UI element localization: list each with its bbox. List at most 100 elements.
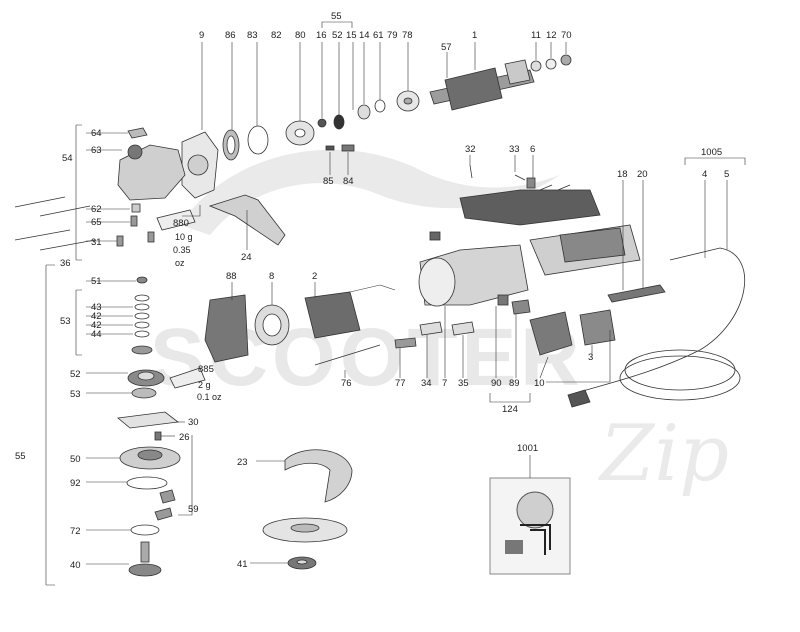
- part-18-20-switch-lever: [607, 284, 666, 303]
- callout-84: 84: [343, 176, 354, 187]
- callout-79: 79: [387, 30, 398, 41]
- callout-20: 20: [637, 169, 648, 180]
- callout-52-left: 52: [70, 369, 81, 380]
- part-885-grease-tube: [169, 367, 206, 389]
- callout-35: 35: [458, 378, 469, 389]
- callout-3: 3: [588, 352, 593, 363]
- part-top-cover: [459, 189, 601, 226]
- part-36-long-screws: [14, 196, 96, 251]
- part-31-screws: [116, 231, 155, 247]
- part-64-lever: [127, 127, 148, 139]
- callout-85: 85: [323, 176, 334, 187]
- callout-82: 82: [271, 30, 282, 41]
- part-23-wheel-guard: [284, 449, 353, 503]
- callout-78: 78: [402, 30, 413, 41]
- part-12-washer: [545, 58, 557, 70]
- callout-labels: 9 86 83 82 80 55 16 52 15 14 61 79 78 57…: [15, 11, 729, 571]
- callout-885: 885: [198, 364, 214, 375]
- part-2-stator: [304, 284, 396, 339]
- callout-124: 124: [502, 404, 518, 415]
- part-6-clip: [526, 177, 536, 189]
- part-26-screw: [154, 431, 162, 441]
- part-40-spindle: [128, 541, 162, 577]
- callout-43: 43: [91, 302, 102, 313]
- callout-55-top: 55: [331, 11, 342, 22]
- callout-54: 54: [62, 153, 73, 164]
- bracket-54: [75, 124, 82, 261]
- part-880-grease-tube: [156, 209, 196, 231]
- callout-76: 76: [341, 378, 352, 389]
- part-52-pinion: [333, 114, 345, 130]
- part-50-bearing-flange: [119, 446, 181, 470]
- callout-62: 62: [91, 204, 102, 215]
- part-1-armature: [429, 59, 535, 111]
- grease-880-unit: oz: [175, 258, 185, 268]
- leader-lines: [86, 42, 728, 565]
- part-35-insulator: [451, 321, 475, 336]
- callout-50: 50: [70, 454, 81, 465]
- callout-8: 8: [269, 271, 274, 282]
- callout-18: 18: [617, 169, 628, 180]
- part-9-gear-housing-cover: [181, 131, 219, 199]
- callout-4: 4: [702, 169, 707, 180]
- callout-55-left: 55: [15, 451, 26, 462]
- callout-31: 31: [91, 237, 102, 248]
- callout-33: 33: [509, 144, 520, 155]
- callout-1001: 1001: [517, 443, 538, 454]
- callout-64: 64: [91, 128, 102, 139]
- part-8-guard-ring: [254, 304, 290, 346]
- callout-70: 70: [561, 30, 572, 41]
- callout-40: 40: [70, 560, 81, 571]
- callout-7: 7: [442, 378, 447, 389]
- bracket-55: [45, 264, 55, 586]
- part-77-plate: [394, 337, 417, 349]
- callout-53: 53: [70, 389, 81, 400]
- callout-5: 5: [724, 169, 729, 180]
- callout-63: 63: [91, 145, 102, 156]
- callout-26: 26: [179, 432, 190, 443]
- part-14-bearing: [357, 104, 371, 120]
- part-52-bevel-gear: [127, 369, 165, 387]
- callout-42-b: 42: [91, 320, 102, 331]
- part-63-gear-head: [117, 144, 186, 201]
- part-70-nut: [560, 54, 572, 66]
- callout-12: 12: [546, 30, 557, 41]
- part-92-o-ring: [126, 476, 168, 490]
- part-41-flange-nut: [287, 556, 317, 570]
- part-82-clip: [247, 125, 269, 155]
- grease-885-amount: 2 g: [198, 380, 211, 390]
- part-53-bearing: [131, 387, 157, 399]
- part-24-side-handle: [208, 194, 286, 246]
- inset-1001: [489, 477, 571, 575]
- part-brush-small: [429, 231, 441, 241]
- part-80-washer: [285, 120, 315, 146]
- part-61-ring: [374, 99, 386, 113]
- part-handle-housing: [529, 224, 641, 276]
- watermark-swoosh: [180, 149, 560, 235]
- callout-11: 11: [531, 30, 541, 41]
- part-16-nut: [317, 118, 327, 128]
- callout-80: 80: [295, 30, 306, 41]
- part-85-brush: [325, 145, 335, 151]
- callout-89: 89: [509, 378, 520, 389]
- callout-65: 65: [91, 217, 102, 228]
- bracket-1005: [684, 157, 746, 165]
- callout-51: 51: [91, 276, 102, 287]
- part-power-cord: [567, 247, 745, 408]
- callout-44: 44: [91, 329, 102, 340]
- callout-10: 10: [534, 378, 545, 389]
- part-78-fan-disc: [396, 90, 420, 112]
- callout-86: 86: [225, 30, 236, 41]
- grease-885-amount-oz: 0.1 oz: [197, 392, 222, 402]
- part-89-switch-bracket: [511, 299, 531, 315]
- callout-41: 41: [237, 559, 248, 570]
- bracket-55-top: [321, 21, 353, 28]
- callout-15: 15: [346, 30, 357, 41]
- part-11-bearing: [530, 60, 542, 72]
- callout-72: 72: [70, 526, 81, 537]
- part-electronic-module: [529, 311, 573, 356]
- callout-1005: 1005: [701, 147, 722, 158]
- part-83-spring: [222, 129, 240, 161]
- part-33-screws: [469, 164, 571, 191]
